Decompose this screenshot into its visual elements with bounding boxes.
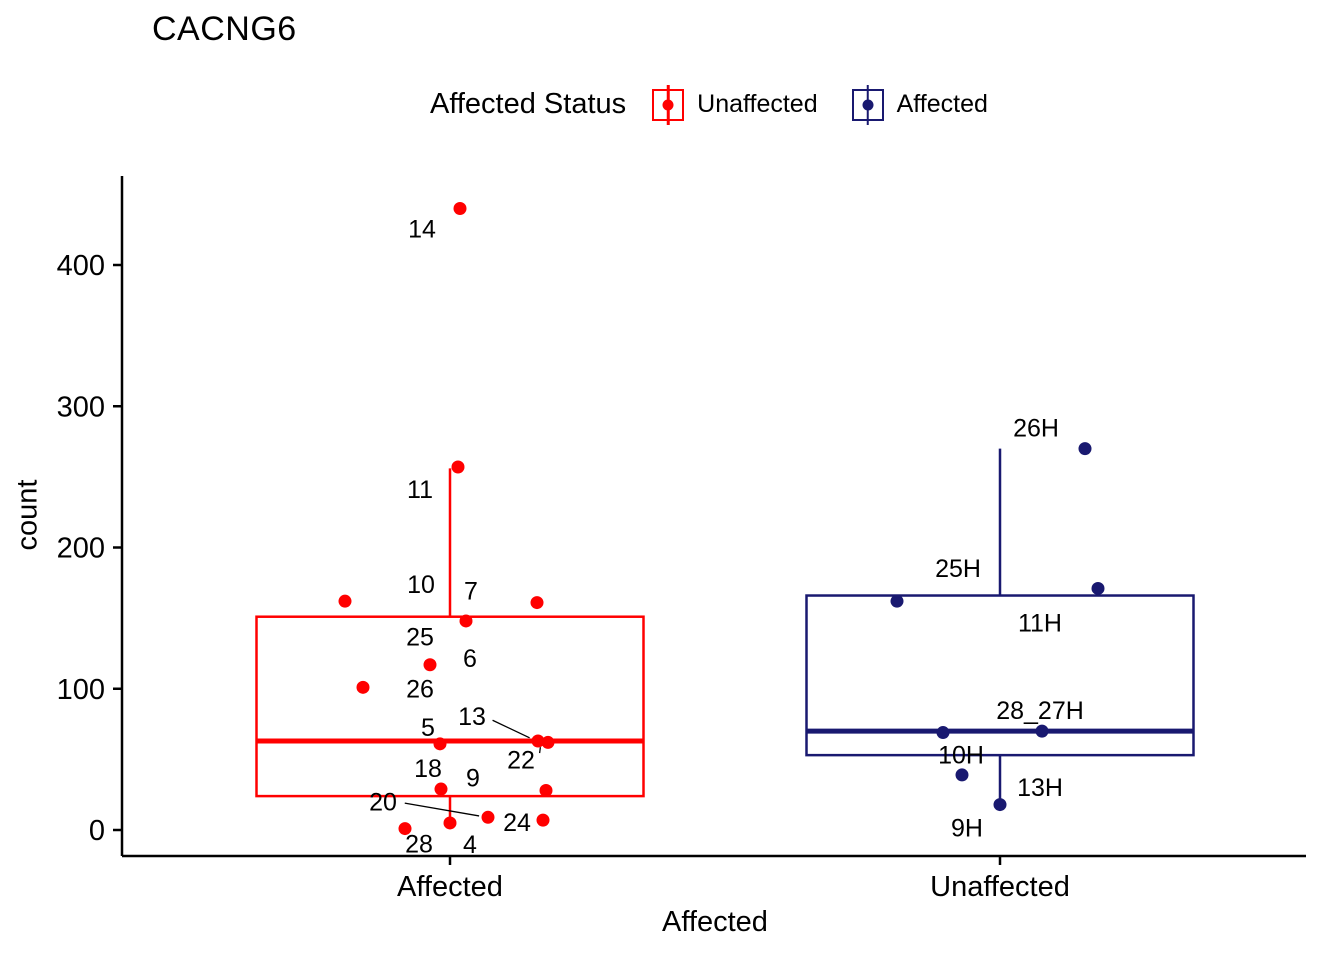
legend-entry-affected: Affected	[851, 84, 988, 125]
y-tick-label: 400	[57, 250, 105, 282]
data-point	[423, 658, 437, 672]
data-point	[451, 460, 465, 474]
leader-line	[538, 747, 542, 754]
data-point	[993, 798, 1007, 812]
y-tick-label: 100	[57, 674, 105, 706]
point-label: 25	[406, 624, 434, 652]
point-label: 10	[407, 571, 435, 599]
y-axis-title: count	[11, 479, 44, 551]
point-label: 6	[463, 645, 477, 673]
point-label: 7	[464, 578, 478, 606]
x-axis-title: Affected	[662, 906, 768, 938]
point-label: 26	[406, 675, 434, 703]
data-point	[530, 596, 544, 610]
x-tick-label: Affected	[397, 871, 503, 903]
legend-label-unaffected: Unaffected	[697, 90, 818, 118]
point-label: 5	[421, 714, 435, 742]
legend-entry-unaffected: Unaffected	[652, 84, 818, 125]
data-point	[433, 737, 447, 751]
data-point	[890, 594, 904, 608]
leader-line	[404, 802, 480, 817]
point-label: 22	[507, 746, 535, 774]
point-label: 28	[405, 831, 433, 859]
data-point	[531, 734, 545, 748]
boxplot-key-icon	[851, 84, 884, 125]
point-label: 10H	[938, 742, 984, 770]
point-label: 9	[466, 764, 480, 792]
y-tick-label: 200	[57, 533, 105, 565]
data-point	[536, 813, 550, 827]
legend-title: Affected Status	[430, 88, 627, 120]
point-label: 18	[414, 755, 442, 783]
point-label: 9H	[951, 815, 983, 843]
boxplot-key-icon	[652, 84, 685, 125]
point-label: 11	[407, 476, 433, 504]
data-point	[356, 680, 370, 694]
x-tick-label: Unaffected	[930, 871, 1070, 903]
point-label: 13H	[1017, 774, 1063, 802]
legend-label-affected: Affected	[896, 90, 988, 118]
y-tick-label: 300	[57, 391, 105, 423]
point-label: 14	[408, 216, 436, 244]
data-point	[1035, 724, 1049, 738]
boxplot-box	[255, 615, 645, 798]
point-label: 24	[503, 809, 531, 837]
data-point	[398, 822, 412, 836]
key-dot	[862, 99, 874, 110]
point-label: 28_27H	[996, 697, 1084, 725]
data-point	[459, 614, 473, 628]
data-point	[481, 810, 495, 824]
point-label: 26H	[1013, 415, 1059, 443]
legend: Affected Status Unaffected Affected	[430, 84, 1022, 125]
boxplot-box	[805, 594, 1195, 757]
data-point	[338, 594, 352, 608]
data-point	[936, 726, 950, 740]
data-point	[955, 768, 969, 782]
data-point	[434, 782, 448, 796]
point-label: 25H	[935, 555, 981, 583]
y-tick-label: 0	[89, 815, 105, 847]
plot-title: CACNG6	[152, 10, 297, 48]
data-point	[1078, 442, 1092, 456]
point-label: 11H	[1018, 609, 1062, 637]
data-point	[453, 202, 467, 215]
data-point	[443, 816, 457, 830]
data-point	[539, 783, 553, 797]
data-point	[1091, 581, 1105, 595]
data-point	[541, 735, 555, 749]
point-label: 4	[463, 831, 477, 859]
point-label: 13	[458, 703, 486, 731]
key-dot	[662, 99, 674, 110]
point-label: 20	[369, 788, 397, 816]
leader-line	[492, 719, 530, 739]
